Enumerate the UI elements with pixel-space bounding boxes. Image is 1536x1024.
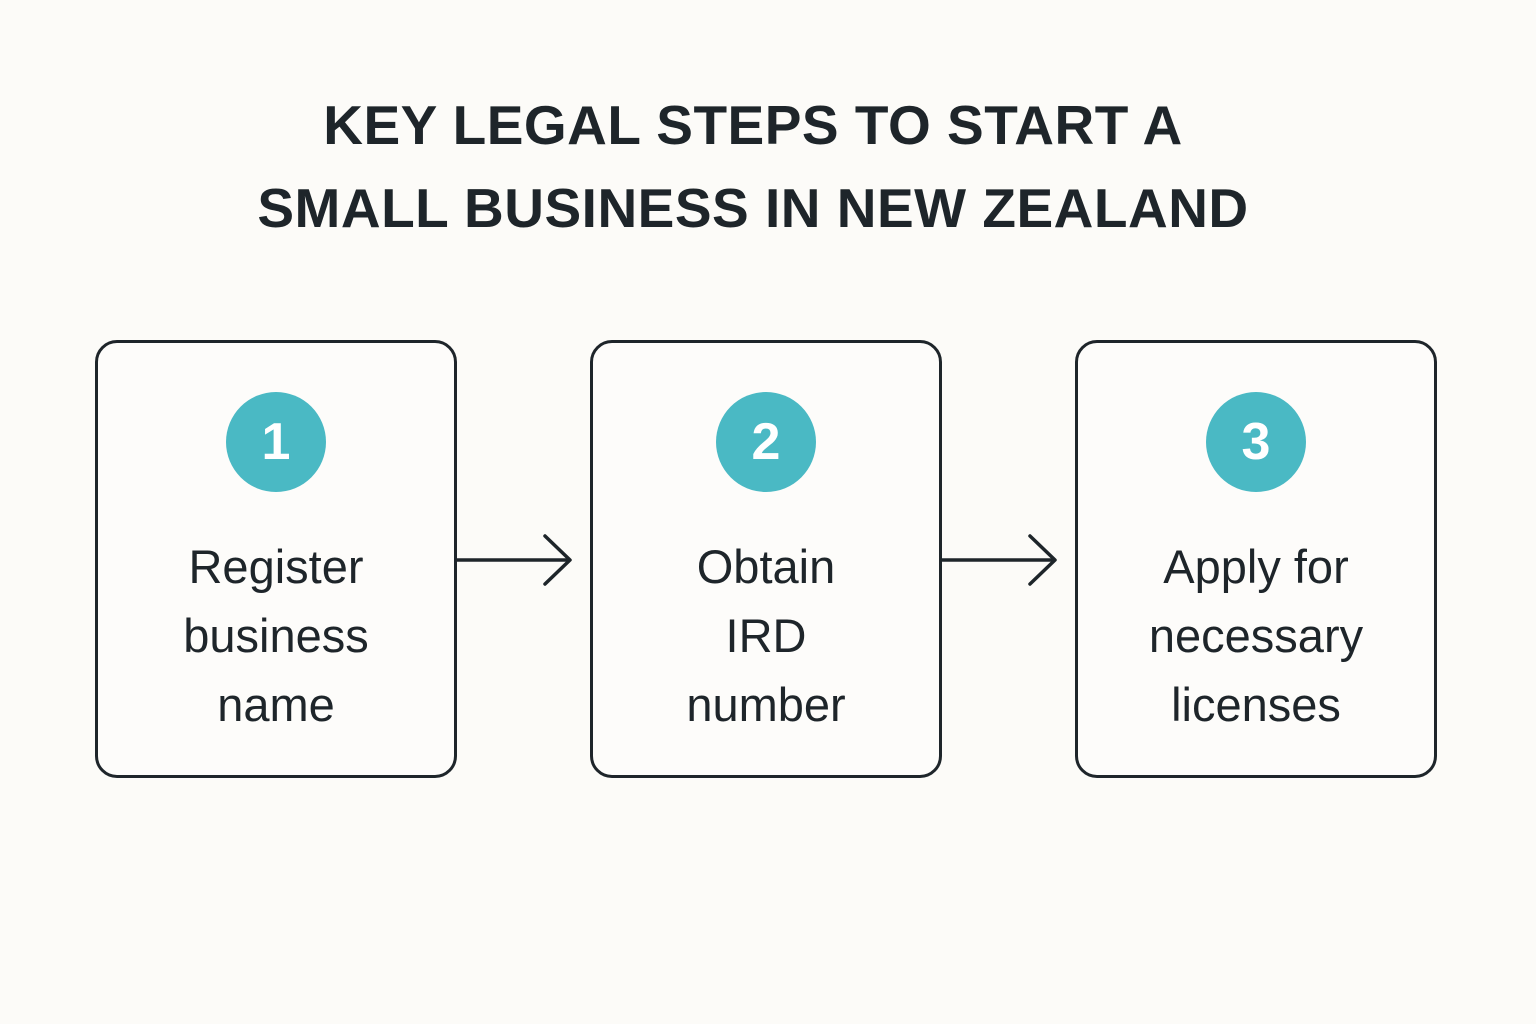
step-3-label-line-3: licenses (1171, 678, 1341, 731)
step-label-2: Obtain IRD number (593, 532, 939, 739)
step-label-3: Apply for necessary licenses (1078, 532, 1434, 739)
step-3-label-line-2: necessary (1148, 609, 1364, 662)
step-box-2: 2 Obtain IRD number (590, 340, 942, 778)
title-line-2: SMALL BUSINESS IN NEW ZEALAND (257, 177, 1249, 239)
step-2-label-line-1: Obtain (696, 540, 836, 593)
title-line-1: KEY LEGAL STEPS TO START A (323, 94, 1183, 156)
step-number-badge-3: 3 (1206, 392, 1306, 492)
step-number-badge-2: 2 (716, 392, 816, 492)
step-number-badge-1: 1 (226, 392, 326, 492)
step-1-label-line-1: Register (188, 540, 364, 593)
step-2-label-line-3: number (686, 678, 846, 731)
step-2-label-line-2: IRD (725, 609, 807, 662)
step-label-1: Register business name (98, 532, 454, 739)
diagram-title: KEY LEGAL STEPS TO START A SMALL BUSINES… (0, 84, 1506, 250)
step-3-label-line-1: Apply for (1163, 540, 1349, 593)
step-1-label-line-3: name (217, 678, 335, 731)
step-box-3: 3 Apply for necessary licenses (1075, 340, 1437, 778)
arrow-right-icon (940, 534, 1057, 586)
arrow-right-icon (455, 534, 572, 586)
step-1-label-line-2: business (183, 609, 369, 662)
step-box-1: 1 Register business name (95, 340, 457, 778)
